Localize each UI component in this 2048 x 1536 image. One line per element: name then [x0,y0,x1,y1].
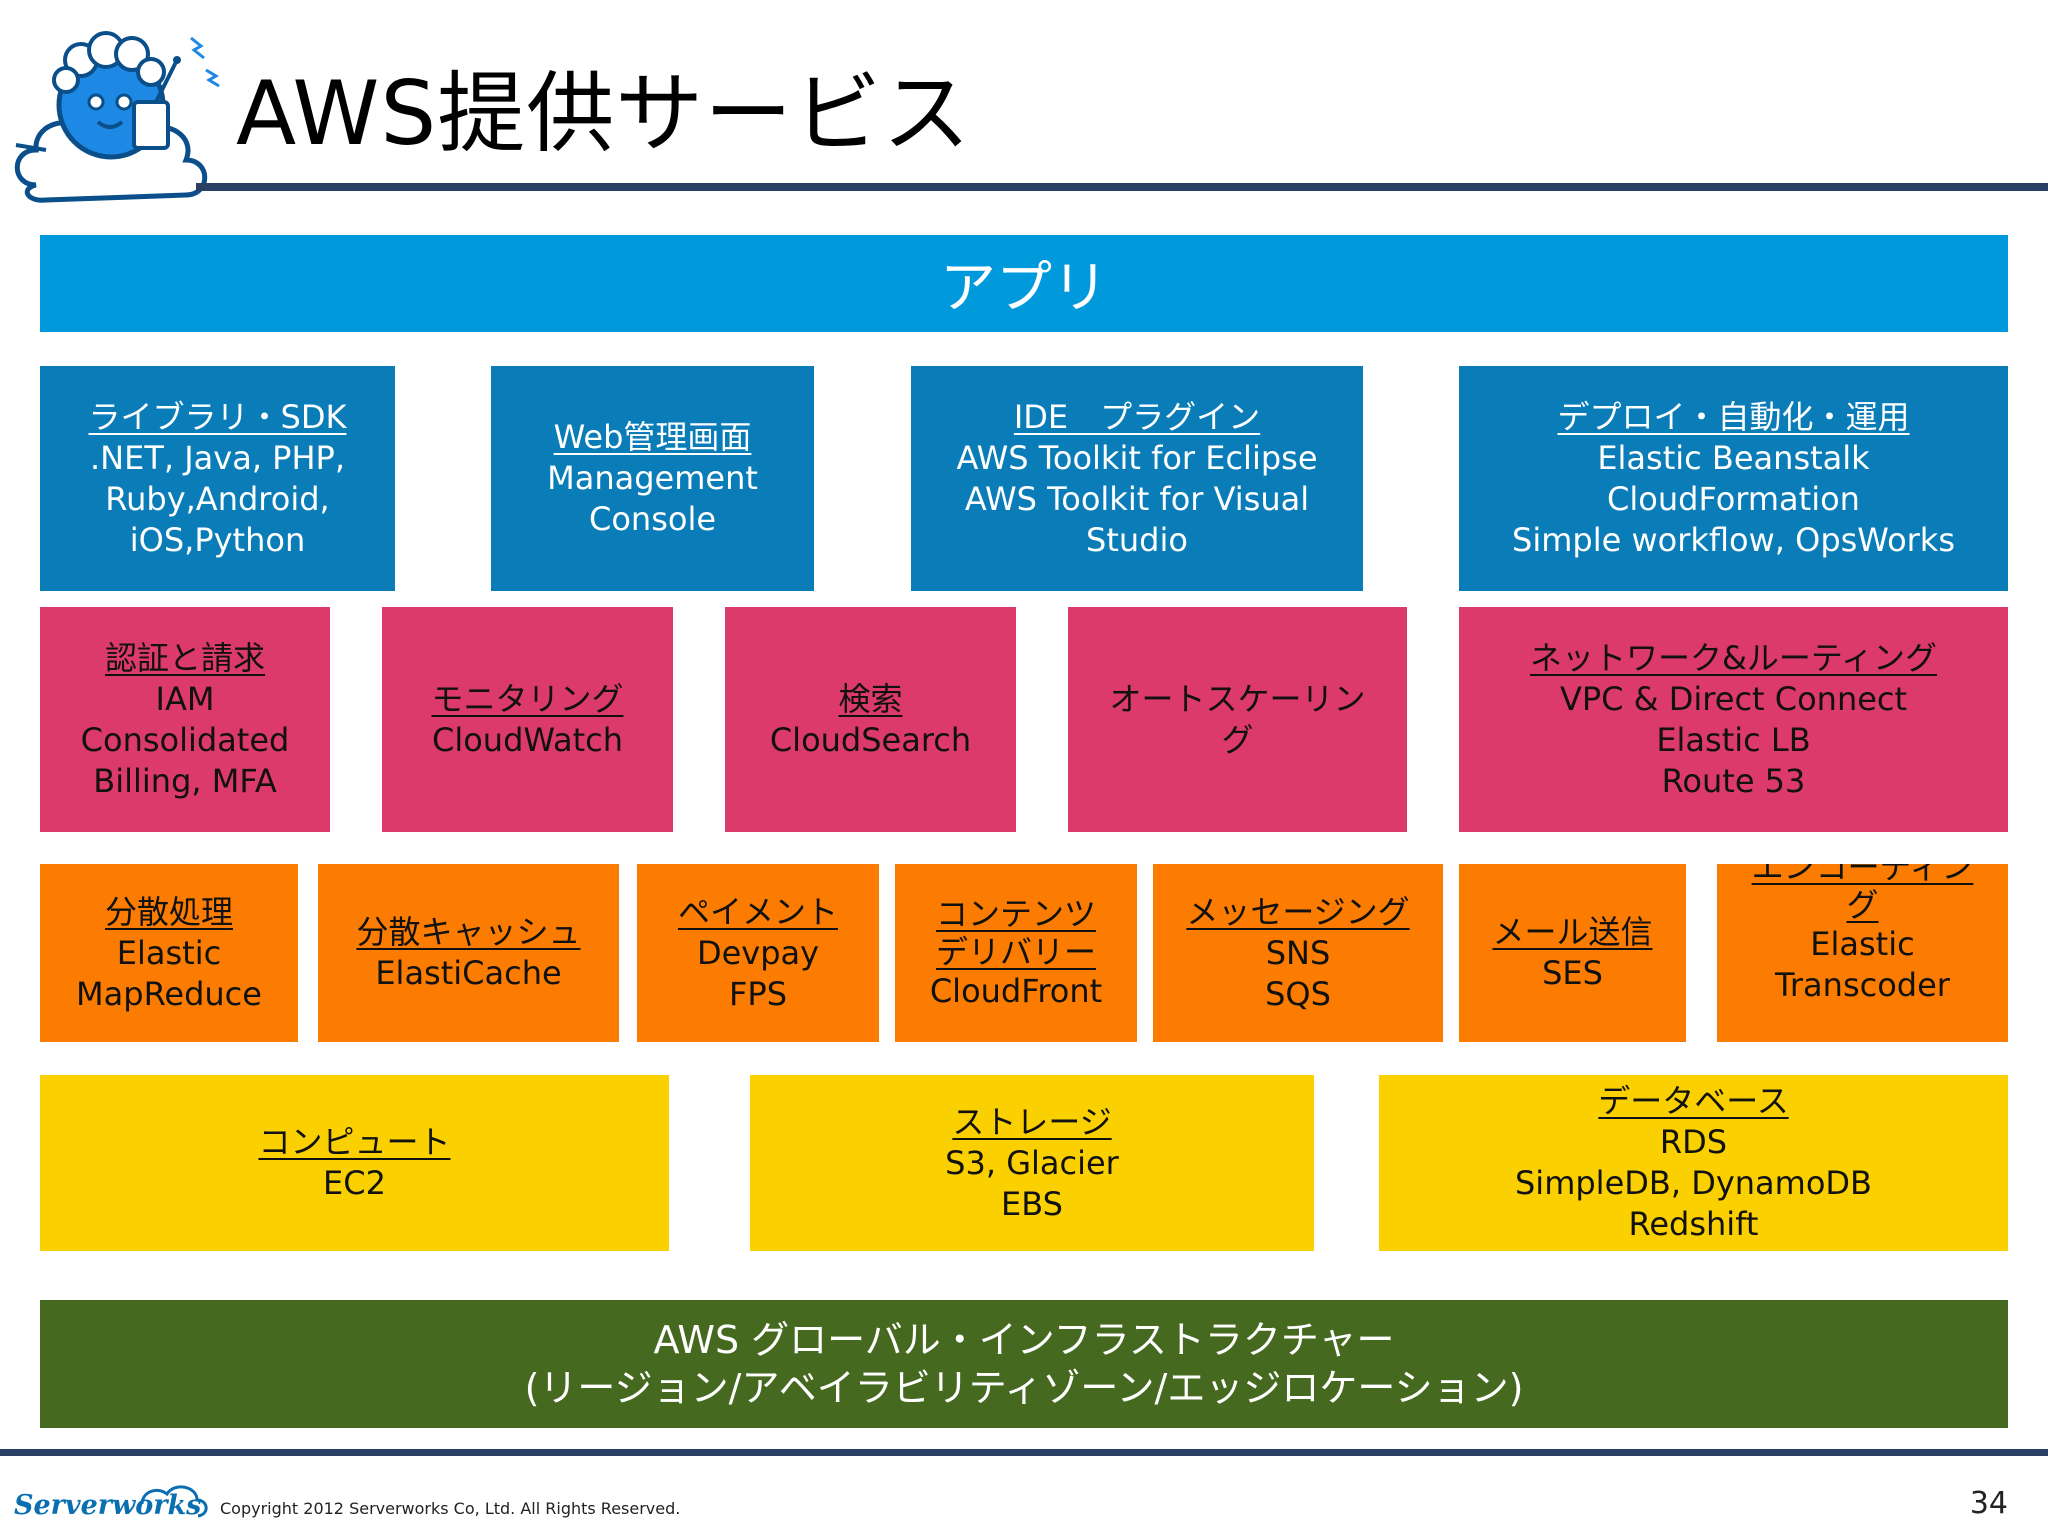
box-line: Route 53 [1661,761,1806,800]
box-heading: ストレージ [952,1102,1112,1141]
box-line: Billing, MFA [93,761,277,800]
service-box-deploy: デプロイ・自動化・運用 Elastic Beanstalk CloudForma… [1459,366,2008,591]
infrastructure-layer-bar: AWS グローバル・インフラストラクチャー (リージョン/アベイラビリティゾーン… [40,1300,2008,1428]
box-line: Simple workflow, OpsWorks [1512,520,1955,559]
box-line: RDS [1659,1123,1728,1161]
box-line: IAM [155,679,215,718]
box-line: AWS Toolkit for Visual [964,479,1310,518]
box-line: Elastic Beanstalk [1597,438,1870,477]
box-line: Elastic LB [1656,720,1811,759]
box-line: CloudWatch [431,720,624,759]
infra-line-2: (リージョン/アベイラビリティゾーン/エッジロケーション) [524,1366,1524,1410]
box-heading: メール送信 [1492,913,1653,951]
service-box-database: データベース RDS SimpleDB, DynamoDB Redshift [1379,1075,2008,1251]
app-layer-bar: アプリ [40,235,2008,332]
infra-line-1: AWS グローバル・インフラストラクチャー [653,1318,1395,1362]
service-box-web-console: Web管理画面 Management Console [491,366,814,591]
box-heading: 検索 [838,679,903,718]
box-line: SQS [1265,974,1331,1013]
box-line: Elastic [1810,925,1915,963]
copyright-text: Copyright 2012 Serverworks Co, Ltd. All … [220,1499,681,1518]
box-line: Redshift [1628,1205,1759,1243]
footer-divider [0,1449,2048,1456]
box-line: SES [1542,954,1603,992]
box-line: グ [1221,720,1254,759]
box-heading: 認証と請求 [104,638,265,677]
company-logo: Serverworks [14,1490,202,1521]
service-box-search: 検索 CloudSearch [725,607,1016,832]
service-box-content-delivery: コンテンツ デリバリー CloudFront [895,864,1137,1042]
box-heading: IDE プラグイン [1013,397,1261,436]
box-heading: 分散処理 [104,892,233,931]
box-line: Elastic [116,933,222,972]
service-box-networking: ネットワーク&ルーティング VPC & Direct Connect Elast… [1459,607,2008,832]
service-box-compute: コンピュート EC2 [40,1075,669,1251]
box-line: EC2 [323,1164,386,1202]
box-line: Transcoder [1775,966,1950,1004]
box-line: CloudFront [929,971,1103,1010]
service-box-auth-billing: 認証と請求 IAM Consolidated Billing, MFA [40,607,330,832]
box-line: VPC & Direct Connect [1559,679,1908,718]
box-line: iOS,Python [129,520,306,559]
box-line: S3, Glacier [945,1143,1119,1182]
serverworks-cloud-icon [140,1485,208,1518]
box-heading: モニタリング [431,679,624,718]
box-heading: データベース [1598,1082,1789,1120]
title-divider [196,183,2048,191]
mascot-logo-icon [14,31,220,203]
box-line: Studio [1086,520,1188,559]
box-line: SimpleDB, DynamoDB [1514,1164,1872,1202]
box-line: Ruby,Android, [105,479,330,518]
page-title: AWS提供サービス [236,62,972,165]
box-heading: コンピュート [258,1123,451,1161]
service-box-distributed-processing: 分散処理 Elastic MapReduce [40,864,298,1042]
service-box-email: メール送信 SES [1459,864,1686,1042]
box-heading: ライブラリ・SDK [88,397,347,436]
box-line: AWS Toolkit for Eclipse [956,438,1318,477]
service-box-ide-plugin: IDE プラグイン AWS Toolkit for Eclipse AWS To… [911,366,1363,591]
box-line: オートスケーリン [1109,679,1366,718]
box-heading: メッセージング [1186,892,1410,931]
box-heading: ネットワーク&ルーティング [1529,638,1938,677]
box-heading: エンコーディン グ [1751,864,1974,924]
service-box-distributed-cache: 分散キャッシュ ElastiCache [318,864,619,1042]
service-box-encoding: エンコーディン グ Elastic Transcoder [1717,864,2008,1042]
box-line: Devpay [696,933,820,972]
page-number: 34 [1969,1486,2008,1521]
box-line: .NET, Java, PHP, [90,438,345,477]
box-heading: コンテンツ デリバリー [935,894,1096,971]
service-box-storage: ストレージ S3, Glacier EBS [750,1075,1314,1251]
box-heading: ペイメント [677,892,838,931]
box-line: Consolidated [80,720,290,759]
box-line: SNS [1265,933,1331,972]
box-heading: Web管理画面 [553,418,752,456]
service-box-monitoring: モニタリング CloudWatch [382,607,673,832]
box-line: MapReduce [76,974,262,1013]
service-box-messaging: メッセージング SNS SQS [1153,864,1443,1042]
box-line: FPS [728,974,787,1013]
box-line: ElastiCache [375,954,562,992]
box-line: Management [547,459,758,497]
box-heading: デプロイ・自動化・運用 [1557,397,1910,436]
service-box-payment: ペイメント Devpay FPS [637,864,879,1042]
service-box-autoscaling: オートスケーリン グ [1068,607,1407,832]
box-line: EBS [1001,1184,1063,1223]
box-heading: 分散キャッシュ [356,913,581,951]
box-line: CloudSearch [769,720,972,759]
box-line: CloudFormation [1607,479,1860,518]
box-line: Console [588,500,717,538]
service-box-sdk: ライブラリ・SDK .NET, Java, PHP, Ruby,Android,… [40,366,395,591]
